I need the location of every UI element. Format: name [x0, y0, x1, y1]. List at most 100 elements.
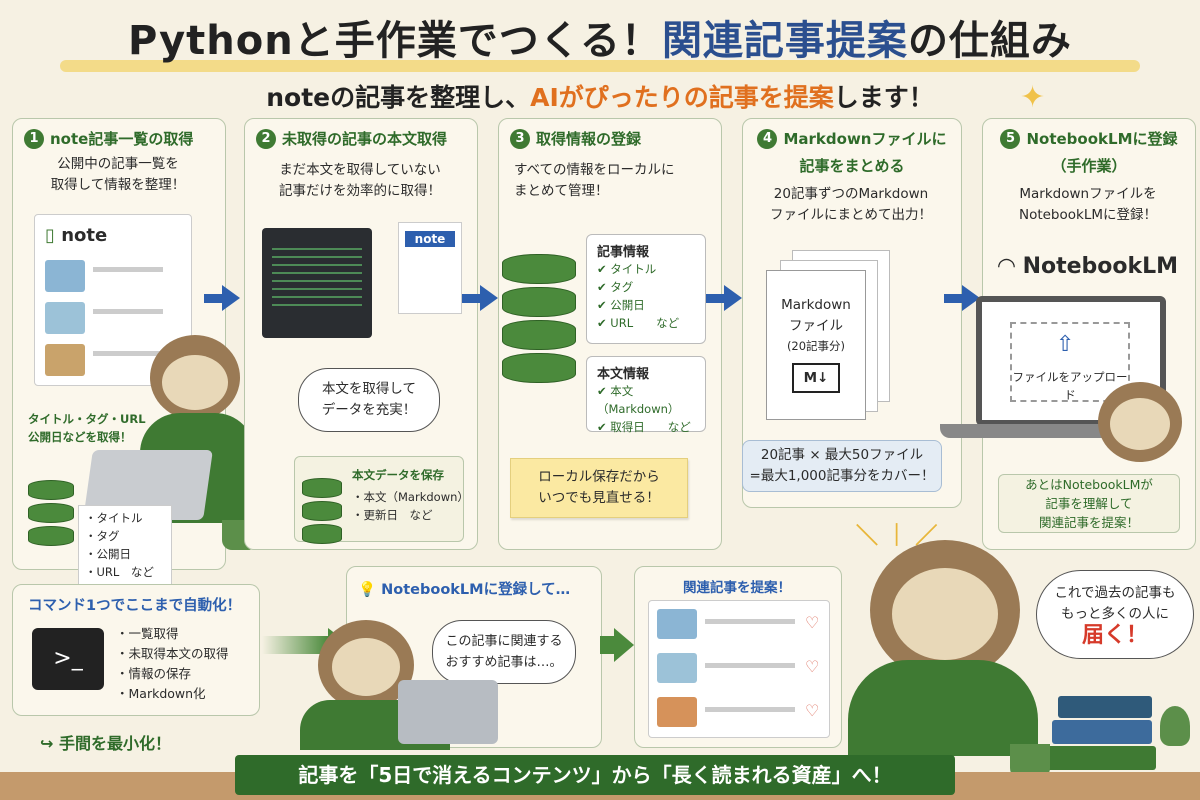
sloth-face [332, 638, 400, 696]
list-item: ・情報の保存 [116, 666, 192, 681]
sticky-note: ローカル保存だから いつでも見直せる！ [510, 458, 688, 518]
step-title-text: Markdownファイルに [783, 130, 947, 148]
thumbnail-balloon [657, 653, 697, 683]
step-title-text: NotebookLMに登録 [1026, 130, 1178, 148]
info-title: 記事情報 [597, 245, 650, 260]
flow-arrow-icon [962, 285, 980, 311]
note-line: あとはNotebookLMが [1025, 477, 1153, 492]
article-info-box: 記事情報 ✔ タイトル ✔ タグ ✔ 公開日 ✔ URL など [586, 234, 706, 344]
step-1-desc: 公開中の記事一覧を 取得して情報を整理！ [14, 154, 222, 196]
note-line: 関連記事を提案！ [1038, 515, 1139, 530]
bubble-line: これで過去の記事も [1054, 585, 1176, 601]
flow-arrow-icon [222, 285, 240, 311]
bubble-line: おすすめ記事は…。 [445, 655, 563, 670]
step-2-bubble: 本文を取得して データを充実！ [298, 368, 440, 432]
list-item: ・URL など [85, 565, 154, 579]
page-subtitle: noteの記事を整理し、AIがぴったりの記事を提案します！ [0, 78, 1200, 114]
bubble-line: データを充実！ [321, 402, 417, 418]
sloth-face [1110, 398, 1170, 450]
body-title: 本文情報 [597, 367, 650, 382]
list-item: ・未取得本文の取得 [116, 646, 229, 661]
step-1-list: ・タイトル ・タグ ・公開日 ・URL など [78, 505, 172, 585]
title-part: の仕組み [907, 18, 1072, 64]
desc-line: 記事だけを効率的に取得！ [279, 183, 441, 199]
flow-arrow-tail [944, 294, 962, 303]
list-item: ・タグ [85, 529, 120, 543]
upload-label: ファイルをアップロード [1012, 370, 1128, 402]
step-title-text: 取得情報の登録 [536, 130, 642, 148]
calc-box: 20記事 × 最大50ファイル =最大1,000記事分をカバー！ [742, 440, 942, 492]
heart-icon[interactable]: ♡ [805, 657, 820, 676]
step-3-desc: すべての情報をローカルに まとめて管理！ [500, 160, 714, 202]
note-line: 記事を理解して [1045, 496, 1133, 511]
desc-line: 取得して情報を整理！ [50, 177, 186, 193]
register-title: 💡 NotebookLMに登録して… [358, 578, 570, 599]
step-number: 2 [256, 128, 276, 149]
note-list-window: ▯ note [34, 214, 192, 386]
bubble-line: もっと多くの人に [1061, 606, 1169, 622]
body-info-box: 本文情報 ✔ 本文（Markdown） ✔ 取得日 など [586, 356, 706, 434]
transition-arrow-tail [600, 636, 614, 654]
desc-line: すべての情報をローカルに [514, 162, 675, 178]
doc-icon: ▯ [45, 225, 55, 246]
desc-line: 20記事ずつのMarkdown [773, 186, 929, 202]
list-item: ✔ URL など [597, 316, 680, 330]
bubble-line: この記事に関連する [445, 634, 563, 649]
upload-dropzone[interactable]: ファイルをアップロード [1010, 322, 1130, 402]
thumbnail-balloon [45, 302, 85, 334]
step-1-note: タイトル・タグ・URL 公開日などを取得！ [28, 412, 146, 444]
notebooklm-icon: ◠ [998, 254, 1015, 279]
curve-arrow-icon: ↪ [40, 734, 54, 753]
book-icon [1046, 746, 1156, 770]
note-doc-logo: note [405, 231, 455, 247]
flow-arrow-tail [204, 294, 222, 303]
book-icon [1058, 696, 1152, 718]
page-title: Pythonと手作業でつくる！関連記事提案の仕組み [0, 8, 1200, 66]
text-line [705, 663, 795, 668]
automation-title: コマンド1つでここまで自動化！ [28, 598, 242, 614]
desc-line: Markdownファイルを [1019, 186, 1157, 202]
step-4-desc: 20記事ずつのMarkdown ファイルにまとめて出力！ [744, 184, 958, 226]
thumbnail-mountain [45, 260, 85, 292]
step-title-text: 未取得の記事の本文取得 [282, 130, 448, 148]
sloth-hoodie [848, 660, 1038, 756]
text-line [705, 619, 795, 624]
list-item: ・Markdown化 [116, 686, 206, 701]
subtitle-highlight: AIがぴったりの記事を提案 [530, 83, 834, 112]
database-icon [302, 478, 342, 547]
notebooklm-logo: ◠ NotebookLM [998, 254, 1178, 279]
step-number: 3 [510, 128, 530, 149]
thumbnail-mountain [657, 609, 697, 639]
note-logo: ▯ note [45, 225, 191, 246]
step-title-text: note記事一覧の取得 [50, 130, 194, 148]
desc-line: NotebookLMに登録！ [1018, 207, 1158, 223]
transition-arrow-tail [262, 636, 328, 654]
heart-icon[interactable]: ♡ [805, 701, 820, 720]
desc-line: まだ本文を取得していない [279, 162, 441, 178]
list-item: ・本文（Markdown） [352, 490, 469, 504]
step-5-desc: Markdownファイルを NotebookLMに登録！ [984, 184, 1192, 226]
suggestion-title: 関連記事を提案！ [683, 580, 791, 596]
list-item: ✔ タグ [597, 280, 634, 294]
calc-line: =最大1,000記事分をカバー！ [749, 468, 935, 484]
text-line [93, 351, 163, 356]
bubble-emphasis: 届く！ [1081, 623, 1148, 648]
terminal-window [262, 228, 372, 338]
step-number: 4 [757, 128, 778, 149]
heart-icon[interactable]: ♡ [805, 613, 820, 632]
step-5-note: あとはNotebookLMが 記事を理解して 関連記事を提案！ [998, 474, 1180, 533]
title-highlight: 関連記事提案 [661, 18, 908, 64]
text-line [93, 267, 163, 272]
upload-icon: ⇧ [1056, 332, 1075, 357]
sparkle-icon: ✦ [1020, 80, 1046, 115]
sticky-line: ローカル保存だから [538, 469, 660, 485]
subtitle-part: します！ [833, 83, 934, 112]
list-item: ・タイトル [85, 511, 143, 525]
final-bubble: これで過去の記事も もっと多くの人に 届く！ [1036, 570, 1194, 659]
thumbnail-tree [45, 344, 85, 376]
database-icon [502, 254, 576, 386]
step-3-title: 3 取得情報の登録 [510, 128, 641, 149]
min-effort-text: 手間を最小化！ [58, 734, 171, 753]
